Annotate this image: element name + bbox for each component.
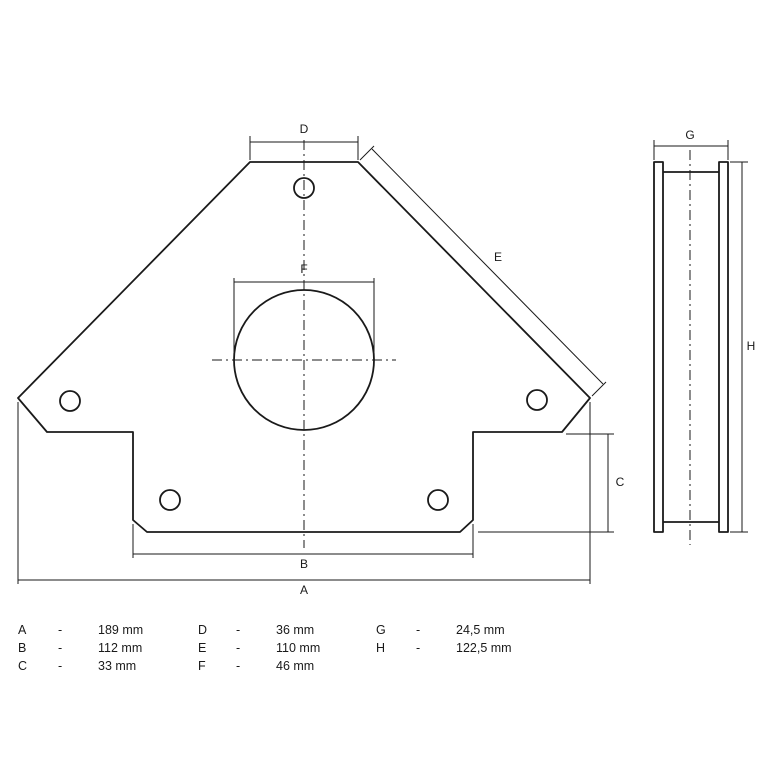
legend-dash: - xyxy=(58,659,63,673)
legend-value: 46 mm xyxy=(276,659,315,673)
dimension-e: E xyxy=(359,145,607,397)
label-h: H xyxy=(747,339,756,353)
label-e: E xyxy=(494,250,502,264)
label-d: D xyxy=(300,122,309,136)
dimension-g: G xyxy=(653,128,729,160)
legend-dash: - xyxy=(416,641,421,655)
legend-dash: - xyxy=(236,659,241,673)
dimension-a: A xyxy=(17,402,591,597)
dimension-d: D xyxy=(249,122,359,160)
legend-value: 110 mm xyxy=(276,641,321,655)
legend-value: 24,5 mm xyxy=(456,623,505,637)
legend-letter: E xyxy=(198,641,207,655)
legend-value: 189 mm xyxy=(98,623,144,637)
side-view xyxy=(653,150,729,545)
label-f: F xyxy=(300,262,307,276)
dimension-b: B xyxy=(132,524,474,571)
legend-dash: - xyxy=(236,641,241,655)
dimension-h: H xyxy=(730,161,756,533)
plate-outline xyxy=(17,161,591,533)
legend-letter: B xyxy=(18,641,27,655)
dimension-f: F xyxy=(233,262,375,358)
legend-dash: - xyxy=(416,623,421,637)
dimension-c: C xyxy=(478,433,625,533)
legend-letter: A xyxy=(18,623,27,637)
legend-value: 33 mm xyxy=(98,659,137,673)
label-g: G xyxy=(685,128,694,142)
hole-right xyxy=(526,389,548,411)
legend-dash: - xyxy=(236,623,241,637)
legend-value: 112 mm xyxy=(98,641,143,655)
hole-left xyxy=(59,390,81,412)
label-b: B xyxy=(300,557,308,571)
dimension-legend: A - 189 mm D - 36 mm G - 24,5 mm B - 112… xyxy=(18,622,566,675)
label-c: C xyxy=(616,475,625,489)
legend-letter: D xyxy=(198,623,208,637)
legend-letter: C xyxy=(18,659,28,673)
legend-value: 36 mm xyxy=(276,623,315,637)
hole-top xyxy=(293,177,315,199)
hole-bottom-left xyxy=(159,489,181,511)
legend-dash: - xyxy=(58,623,63,637)
legend-letter: F xyxy=(198,659,206,673)
legend-letter: G xyxy=(376,623,386,637)
label-a: A xyxy=(300,583,308,597)
legend-value: 122,5 mm xyxy=(456,641,512,655)
hole-bottom-right xyxy=(427,489,449,511)
legend-letter: H xyxy=(376,641,386,655)
legend-dash: - xyxy=(58,641,63,655)
